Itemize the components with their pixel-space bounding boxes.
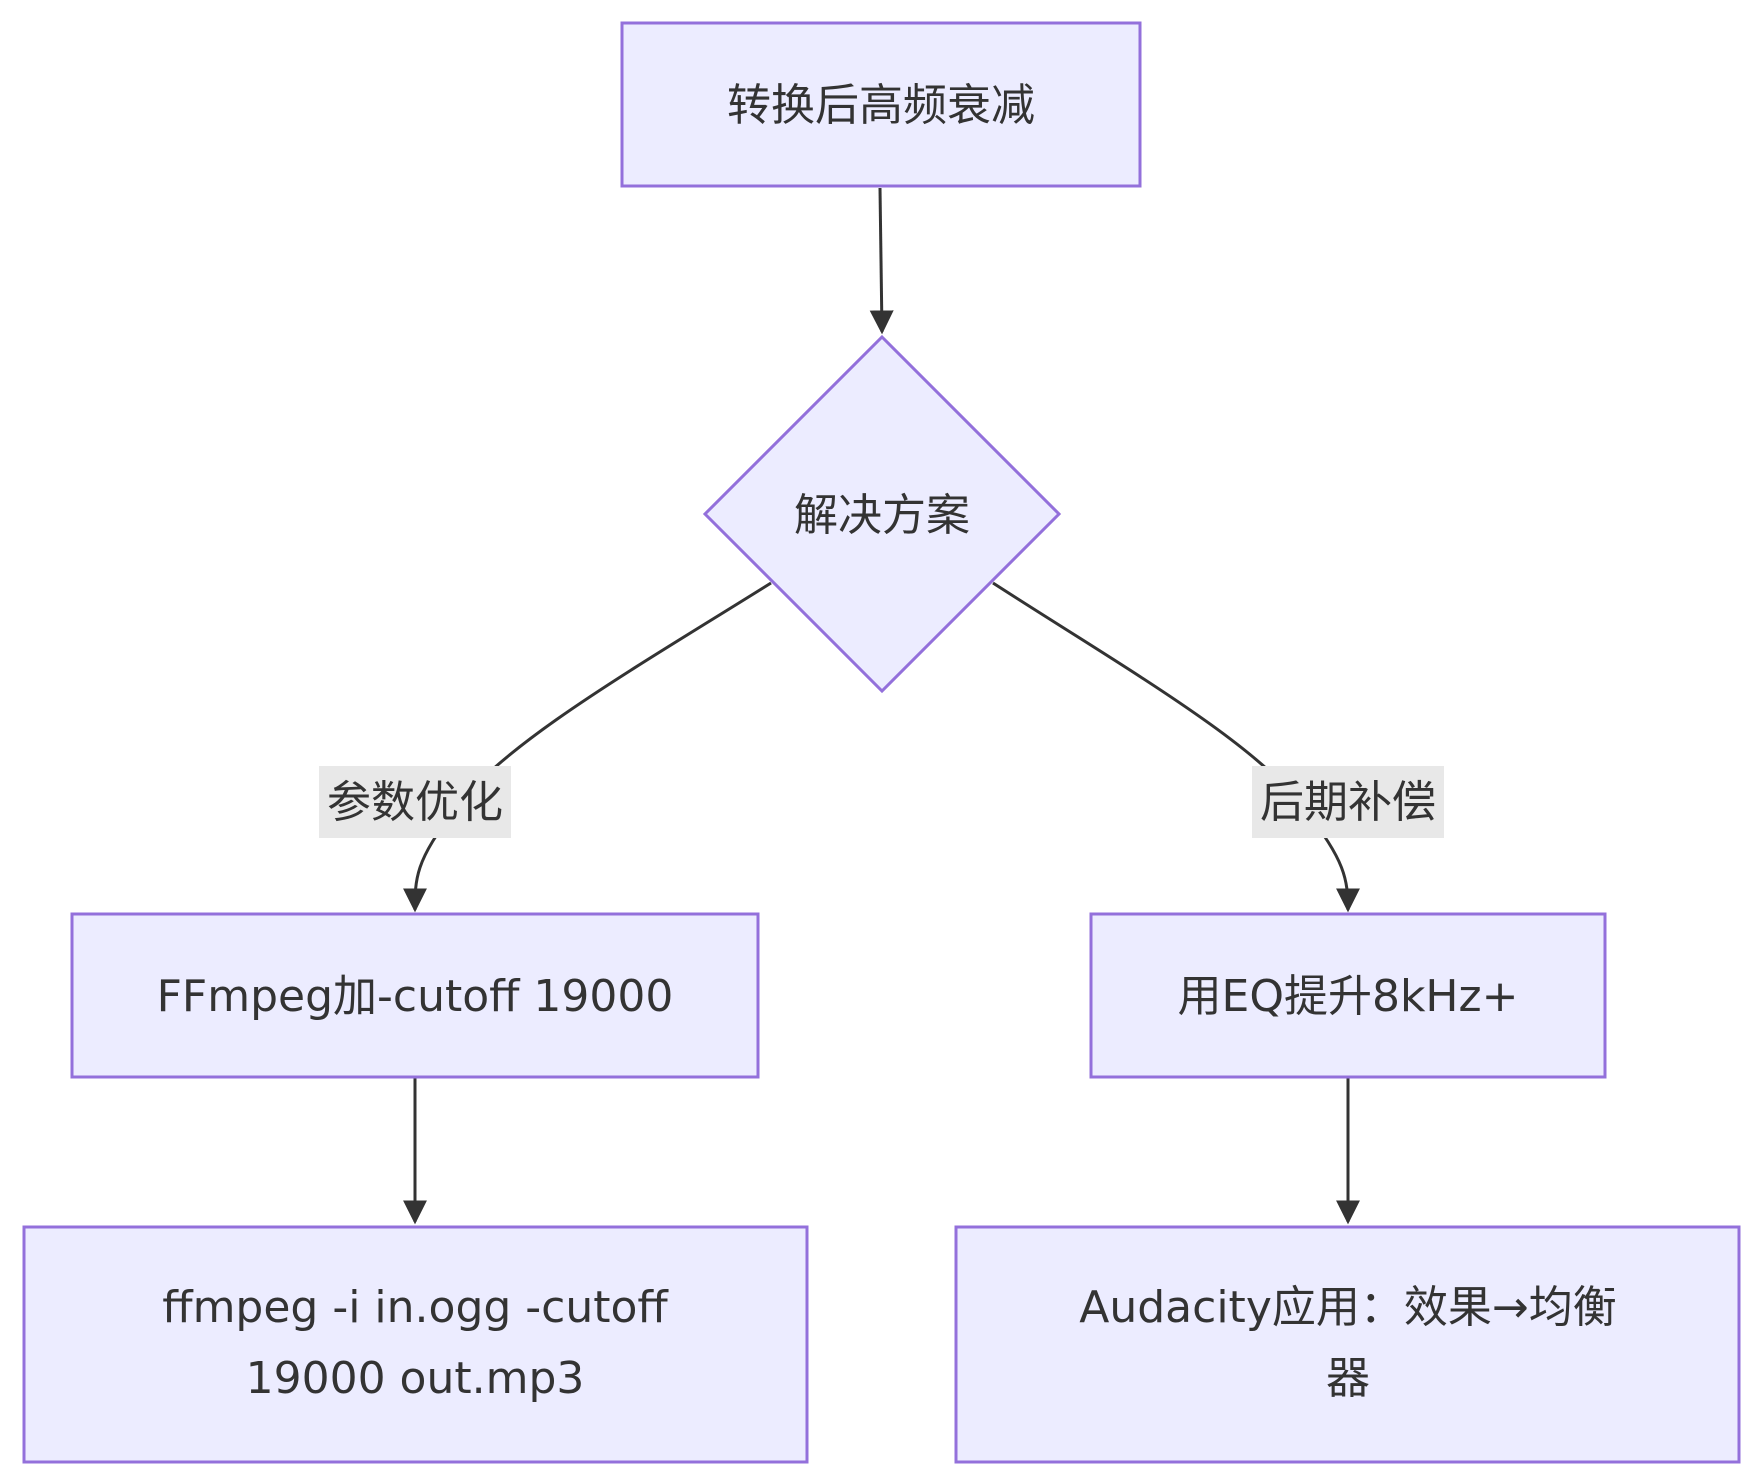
edge-decision-to-left-mid [403, 581, 772, 913]
node-box [954, 1225, 1741, 1464]
node-box [1089, 912, 1607, 1079]
node-box [620, 21, 1142, 188]
node-label: 转换后高频衰减 [727, 80, 1035, 131]
edge-start-to-decision [869, 187, 894, 335]
node-decision[interactable]: 解决方案 [702, 334, 1062, 694]
node-box [22, 1225, 809, 1464]
node-label: FFmpeg加-cutoff 19000 [157, 971, 674, 1022]
edge-label-text: 后期补偿 [1260, 777, 1436, 828]
node-eq-boost[interactable]: 用EQ提升8kHz+ [1089, 912, 1607, 1079]
node-start[interactable]: 转换后高频衰减 [620, 21, 1142, 188]
edge-label-bg [319, 766, 511, 838]
edge-decision-to-right-mid [992, 581, 1360, 913]
node-label-line2: 19000 out.mp3 [246, 1353, 585, 1404]
node-label-line1: Audacity应用：效果→均衡 [1079, 1282, 1616, 1333]
node-label: 用EQ提升8kHz+ [1178, 971, 1519, 1022]
edge-label-params: 参数优化 [319, 766, 511, 838]
node-label-line1: ffmpeg -i in.ogg -cutoff [162, 1282, 669, 1333]
node-label: 解决方案 [794, 490, 970, 541]
edge-label-text: 参数优化 [327, 777, 503, 828]
decision-diamond [702, 334, 1062, 694]
edge-label-bg [1252, 766, 1444, 838]
edge-label-post: 后期补偿 [1252, 766, 1444, 838]
node-audacity-eq[interactable]: Audacity应用：效果→均衡 器 [954, 1225, 1741, 1464]
node-ffmpeg-command[interactable]: ffmpeg -i in.ogg -cutoff 19000 out.mp3 [22, 1225, 809, 1464]
node-label-line2: 器 [1326, 1353, 1370, 1404]
node-box [70, 912, 760, 1079]
node-ffmpeg-cutoff[interactable]: FFmpeg加-cutoff 19000 [70, 912, 760, 1079]
